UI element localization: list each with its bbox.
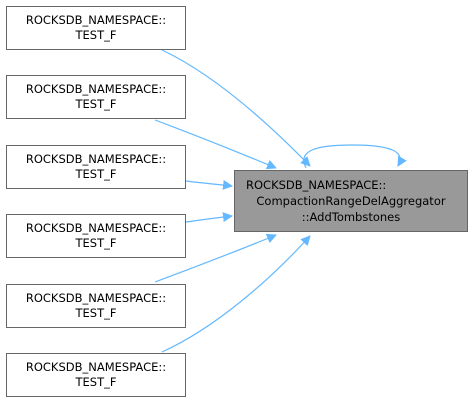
edge-caller-2 (154, 119, 277, 170)
caller-node-5[interactable]: ROCKSDB_NAMESPACE:: TEST_F (6, 284, 186, 328)
caller-node-box (6, 6, 186, 50)
target-node-label-line3: ::AddTombstones (302, 210, 401, 224)
edge-caller-4 (185, 212, 233, 223)
caller-node-label-line1: ROCKSDB_NAMESPACE:: (26, 152, 166, 166)
caller-node-3[interactable]: ROCKSDB_NAMESPACE:: TEST_F (6, 145, 186, 189)
caller-node-label-line2: TEST_F (75, 375, 117, 389)
caller-node-label-line1: ROCKSDB_NAMESPACE:: (26, 360, 166, 374)
caller-node-box (6, 353, 186, 397)
caller-node-box (6, 214, 186, 258)
edges (154, 49, 407, 353)
edge-caller-6 (161, 235, 311, 353)
caller-node-label-line1: ROCKSDB_NAMESPACE:: (26, 13, 166, 27)
target-node-box (234, 170, 468, 232)
caller-node-6[interactable]: ROCKSDB_NAMESPACE:: TEST_F (6, 353, 186, 397)
caller-node-label-line2: TEST_F (75, 28, 117, 42)
edge-self-loop (303, 144, 407, 169)
edge-caller-3 (185, 179, 233, 190)
edge-caller-1 (161, 49, 311, 167)
caller-node-box (6, 284, 186, 328)
caller-node-2[interactable]: ROCKSDB_NAMESPACE:: TEST_F (6, 75, 186, 119)
target-node-label-line1: ROCKSDB_NAMESPACE:: (246, 178, 386, 192)
caller-node-label-line2: TEST_F (75, 236, 117, 250)
caller-node-label-line1: ROCKSDB_NAMESPACE:: (26, 82, 166, 96)
caller-node-box (6, 145, 186, 189)
caller-node-4[interactable]: ROCKSDB_NAMESPACE:: TEST_F (6, 214, 186, 258)
caller-node-label-line1: ROCKSDB_NAMESPACE:: (26, 221, 166, 235)
target-node[interactable]: ROCKSDB_NAMESPACE:: CompactionRangeDelAg… (234, 170, 468, 232)
caller-node-label-line2: TEST_F (75, 167, 117, 181)
caller-node-label-line2: TEST_F (75, 97, 117, 111)
caller-node-box (6, 75, 186, 119)
edge-caller-5 (154, 233, 277, 283)
caller-node-label-line1: ROCKSDB_NAMESPACE:: (26, 291, 166, 305)
caller-node-1[interactable]: ROCKSDB_NAMESPACE:: TEST_F (6, 6, 186, 50)
caller-node-label-line2: TEST_F (75, 306, 117, 320)
target-node-label-line2: CompactionRangeDelAggregator (256, 194, 445, 208)
